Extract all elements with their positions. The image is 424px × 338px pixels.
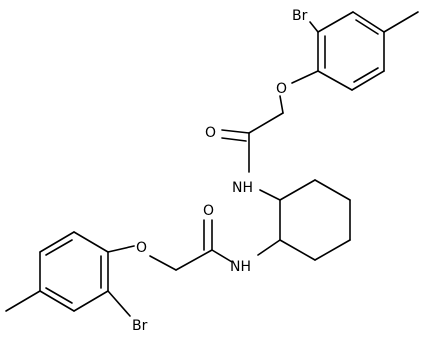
- linker-bottom: [107, 219, 233, 271]
- double-bond: [353, 67, 379, 83]
- aryl-ether-bond: [291, 70, 319, 84]
- ether-oxygen-label-bottom: O: [136, 240, 147, 256]
- bond: [149, 255, 177, 271]
- amide-nh-label-top: NH: [232, 180, 253, 196]
- bond: [279, 95, 284, 114]
- bond: [73, 231, 109, 253]
- carbonyl-bond: [221, 129, 250, 134]
- amide-n-bond: [259, 189, 281, 201]
- bond: [248, 112, 284, 134]
- bond: [314, 239, 351, 261]
- methyl-bond: [5, 290, 41, 312]
- bond: [352, 11, 385, 33]
- bond: [317, 11, 354, 33]
- bromo-bond: [309, 21, 319, 33]
- bromine-label-top: Br: [292, 8, 308, 24]
- bond: [279, 179, 316, 201]
- double-bond: [45, 287, 73, 304]
- carbonyl-oxygen-label-bottom: O: [203, 203, 214, 219]
- bond: [175, 249, 213, 271]
- linker-top: [221, 95, 284, 173]
- bond: [314, 179, 351, 201]
- bond: [211, 249, 233, 263]
- aryl-ring-bottom: [5, 231, 131, 317]
- cyclohexane-ring: [257, 179, 351, 261]
- amide-n-bond: [257, 239, 281, 256]
- bond: [351, 70, 385, 91]
- amide-nh-label-bottom: NH: [230, 259, 251, 275]
- bond: [39, 231, 75, 253]
- double-bond: [355, 19, 379, 35]
- ether-oxygen-label-top: O: [276, 81, 287, 97]
- bond: [73, 290, 109, 312]
- double-bond: [45, 239, 73, 256]
- bond: [39, 290, 75, 312]
- bond: [279, 239, 316, 261]
- methyl-bond: [383, 11, 419, 33]
- aryl-ring-top: [291, 11, 419, 91]
- bond: [317, 70, 353, 91]
- aryl-ether-bond: [107, 245, 135, 253]
- carbonyl-bond: [221, 137, 247, 142]
- carbonyl-oxygen-label-top: O: [205, 125, 216, 141]
- bromo-bond: [107, 290, 131, 317]
- bromine-label-bottom: Br: [132, 318, 148, 334]
